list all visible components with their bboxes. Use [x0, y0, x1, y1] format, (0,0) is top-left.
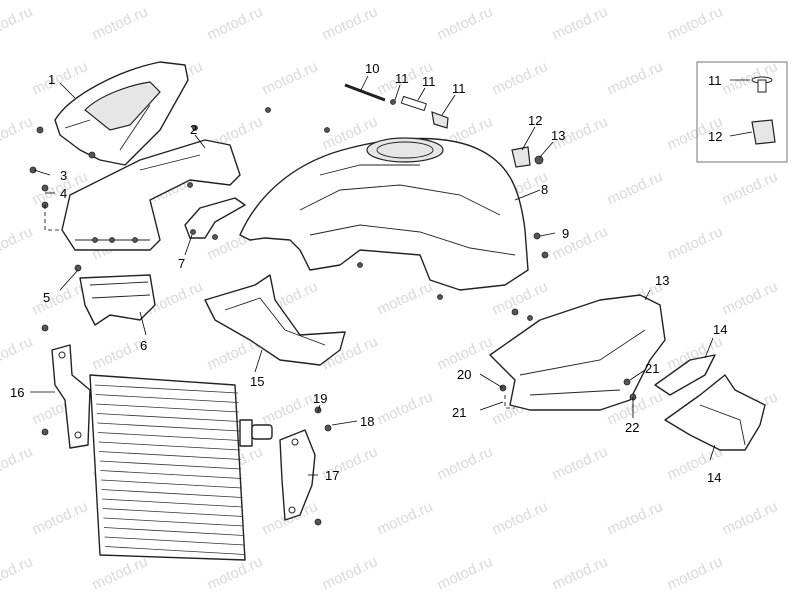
watermark-89: motod.ru	[435, 553, 496, 593]
watermark-71: motod.ru	[0, 443, 35, 483]
watermark-20: motod.ru	[550, 3, 611, 43]
callout-11-upper: 9	[562, 226, 569, 241]
watermark-21: motod.ru	[665, 3, 726, 43]
watermark-15: motod.ru	[0, 3, 35, 43]
fasteners	[29, 166, 637, 432]
watermark-83: motod.ru	[605, 498, 666, 538]
part-5-lower-scoop[interactable]	[664, 374, 766, 451]
leader-lines	[30, 75, 716, 476]
watermark-41: motod.ru	[605, 168, 666, 208]
callout-inset-11: 11	[708, 73, 722, 88]
watermark-57: motod.ru	[0, 333, 35, 373]
watermark-66: motod.ru	[260, 388, 321, 428]
watermark-88: motod.ru	[320, 553, 381, 593]
callout-19: 10	[365, 61, 379, 76]
callout-5: 14	[707, 470, 721, 485]
callout-11-lower: 22	[625, 420, 639, 435]
watermark-18: motod.ru	[320, 3, 381, 43]
part-8-top-cover[interactable]	[36, 61, 189, 166]
callout-20: 13	[551, 128, 565, 143]
part-24-air-duct[interactable]	[79, 274, 156, 326]
callout-14-left: 5	[43, 290, 50, 305]
callout-8: 1	[48, 72, 55, 87]
watermark-67: motod.ru	[375, 388, 436, 428]
watermark-76: motod.ru	[550, 443, 611, 483]
watermark-90: motod.ru	[550, 553, 611, 593]
watermark-27: motod.ru	[605, 58, 666, 98]
watermark-53: motod.ru	[375, 278, 436, 318]
part-9-right-bracket[interactable]	[279, 429, 322, 526]
watermark-29: motod.ru	[0, 113, 35, 153]
callout-2: 2	[190, 122, 197, 137]
hardware-inset-box	[696, 61, 788, 163]
callout-4: 15	[250, 374, 264, 389]
watermark-16: motod.ru	[90, 3, 151, 43]
callout-3: 13	[655, 273, 669, 288]
callout-13-right: 20	[457, 367, 471, 382]
callout-18: 19	[313, 391, 327, 406]
radiator[interactable]	[89, 374, 273, 561]
callout-22: 11	[422, 74, 436, 89]
watermark-82: motod.ru	[490, 498, 551, 538]
watermark-86: motod.ru	[90, 553, 151, 593]
part-1-fuel-tank-cover[interactable]	[192, 107, 529, 300]
callout-9: 17	[325, 468, 339, 483]
watermark-17: motod.ru	[205, 3, 266, 43]
part-4-lower-panel[interactable]	[204, 274, 346, 366]
callout-6: 7	[178, 256, 185, 271]
callout-1: 8	[541, 182, 548, 197]
callout-labels: 1 2 3 4 5 6 7 8 9 10 11 11 11 12 13 13 1…	[10, 61, 727, 485]
callout-17: 18	[360, 414, 374, 429]
watermark-43: motod.ru	[0, 223, 35, 263]
watermark-81: motod.ru	[375, 498, 436, 538]
watermark-56: motod.ru	[720, 278, 781, 318]
part-6-bracket[interactable]	[184, 197, 246, 240]
watermark-24: motod.ru	[260, 58, 321, 98]
watermark-49: motod.ru	[665, 223, 726, 263]
radiator-fins	[94, 384, 245, 555]
callout-10: 16	[10, 385, 24, 400]
watermark-84: motod.ru	[720, 498, 781, 538]
callout-7: 14	[713, 322, 727, 337]
part-2-left-side-cover[interactable]	[61, 139, 241, 251]
part-3-right-side-cover[interactable]	[489, 294, 666, 411]
callout-21-lower: 12	[528, 113, 542, 128]
callout-inset-12: 12	[708, 129, 722, 144]
watermark-75: motod.ru	[435, 443, 496, 483]
callout-24: 6	[140, 338, 147, 353]
callout-15: 4	[60, 186, 67, 201]
callout-14-right: 21	[452, 405, 466, 420]
watermark-85: motod.ru	[0, 553, 35, 593]
watermark-42: motod.ru	[720, 168, 781, 208]
watermark-22: motod.ru	[30, 58, 91, 98]
callout-13-left: 3	[60, 168, 67, 183]
watermark-48: motod.ru	[550, 223, 611, 263]
part-10-left-bracket[interactable]	[41, 344, 91, 449]
callout-21-upper: 11	[452, 81, 466, 96]
watermark-26: motod.ru	[490, 58, 551, 98]
part-7-trim[interactable]	[654, 354, 716, 396]
watermark-91: motod.ru	[665, 553, 726, 593]
fuel-cap-hardware[interactable]	[344, 83, 544, 168]
callout-16: 21	[645, 361, 659, 376]
watermark-19: motod.ru	[435, 3, 496, 43]
callout-23: 11	[395, 71, 409, 86]
watermark-78: motod.ru	[30, 498, 91, 538]
